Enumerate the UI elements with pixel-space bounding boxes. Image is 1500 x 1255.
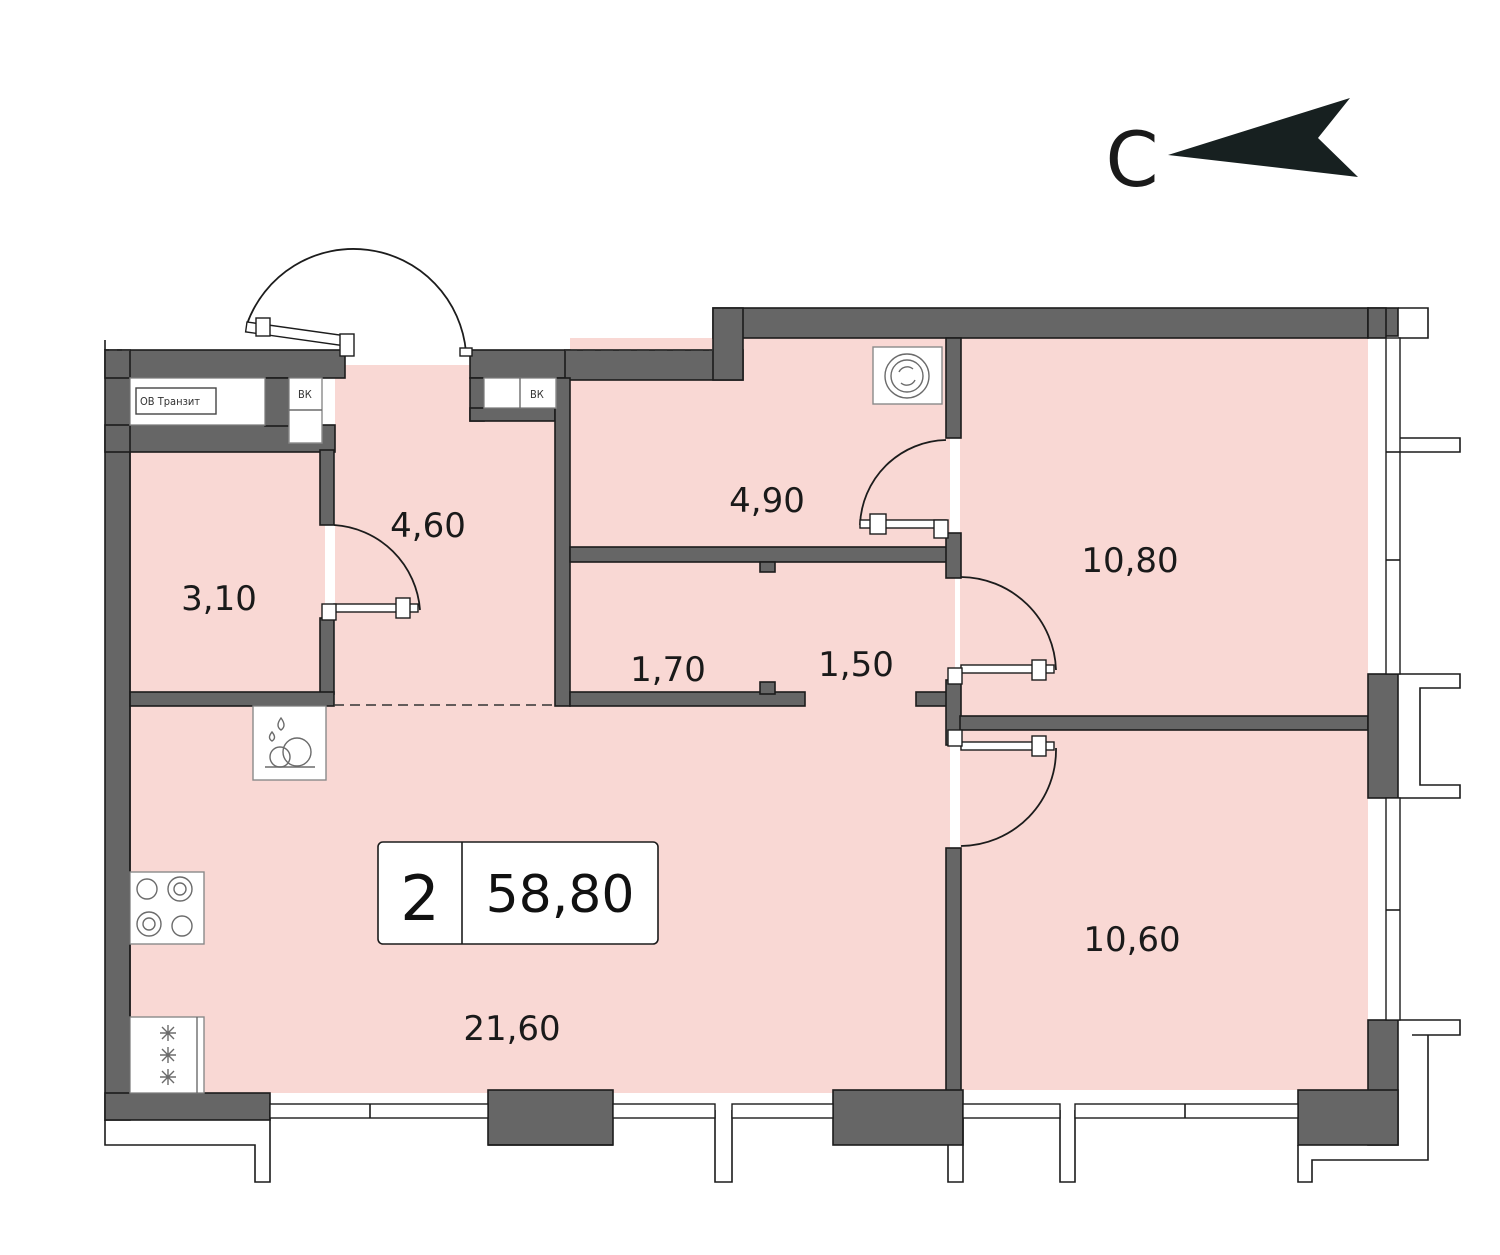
wall-top-left-side <box>264 377 290 427</box>
wall-bed1-left-mid <box>945 532 962 579</box>
edge-right-ledge-mid <box>1398 673 1461 799</box>
edge-right-ledge-bot <box>1398 1019 1461 1036</box>
window-right-1 <box>1385 337 1401 675</box>
wall-storage-right-bot <box>319 617 335 695</box>
doors <box>244 248 1057 847</box>
wall-bed-divider <box>959 715 1369 731</box>
wall-top-right-base <box>712 307 1369 339</box>
shaft-transit-inner <box>135 387 217 415</box>
bedroom-1-door <box>947 576 1057 685</box>
bedroom-2-door <box>947 729 1057 847</box>
wall-hall-right <box>554 377 571 707</box>
room-labels: 3,10 4,60 4,90 1,70 1,50 10,80 10,60 21,… <box>181 481 1181 1049</box>
shaft-vk-1-label: ВК <box>298 388 312 401</box>
edge-mullion-1 <box>714 1110 733 1183</box>
wall-top-mid-left <box>469 349 571 379</box>
shaft-vk-2-label: ВК <box>530 388 544 401</box>
edge-bottom-right <box>1297 1035 1429 1183</box>
wall-right-pylon-top <box>1367 307 1387 339</box>
rooms-count: 2 <box>400 862 439 935</box>
room-area-bathroom: 4,90 <box>729 481 805 521</box>
wall-top-left <box>104 349 346 379</box>
room-area-kitchen-living: 21,60 <box>463 1009 560 1049</box>
floor-corridor-b <box>805 562 955 742</box>
zone-dividers <box>105 349 713 706</box>
room-area-corridor-b: 1,50 <box>818 645 894 685</box>
wall-corridor-bottom <box>569 691 806 707</box>
sink-icon <box>252 705 327 781</box>
apartment-badge: 2 58,80 <box>377 841 659 945</box>
wall-top-right-step <box>712 307 744 381</box>
floor-storage <box>130 452 325 692</box>
edge-mullion-3 <box>1059 1110 1076 1183</box>
room-area-bedroom-1: 10,80 <box>1081 541 1178 581</box>
entrance-door <box>244 248 473 357</box>
wall-bed2-left <box>945 847 962 1094</box>
shaft-transit-label: ОВ Транзит <box>140 395 200 408</box>
floor-bedroom-2 <box>960 730 1368 1090</box>
north-arrow-icon <box>1168 98 1358 177</box>
fridge-icon <box>129 1016 205 1094</box>
wall-bottom-pier-2 <box>832 1089 964 1146</box>
appliances <box>129 346 943 1094</box>
floor-bedroom-1 <box>960 338 1368 716</box>
wall-left <box>104 349 131 1121</box>
windows <box>269 337 1401 1119</box>
storage-door <box>321 524 421 621</box>
washing-machine-icon <box>872 346 943 405</box>
window-right-2 <box>1385 797 1401 1021</box>
walls <box>104 307 1399 1146</box>
shafts: ОВ Транзит ВК ВК <box>129 377 557 444</box>
wall-right-pylon-mid <box>1367 673 1399 799</box>
edge-bottom-left <box>104 1110 271 1183</box>
wall-storage-bottom <box>129 691 335 707</box>
exterior-lines <box>104 307 1461 1183</box>
total-area: 58,80 <box>486 865 635 925</box>
north-letter: С <box>1105 115 1158 204</box>
wall-bottom-left <box>104 1092 271 1121</box>
wall-bottom-pier-1 <box>487 1089 614 1146</box>
north-compass: С <box>1105 98 1358 204</box>
cooktop-icon <box>129 871 205 945</box>
window-bottom-5 <box>1074 1103 1299 1119</box>
edge-right-corner <box>1398 307 1429 339</box>
wall-corridor-bump <box>759 681 776 695</box>
bathroom-door <box>859 439 949 539</box>
window-bottom-1 <box>269 1103 489 1119</box>
room-area-corridor-a: 1,70 <box>630 650 706 690</box>
wall-bottom-right <box>1297 1089 1399 1146</box>
wall-bath-bottom <box>569 546 961 563</box>
edge-mullion-2 <box>947 1110 964 1183</box>
wall-storage-right-top <box>319 449 335 526</box>
window-bottom-4 <box>962 1103 1061 1119</box>
window-bottom-3 <box>731 1103 834 1119</box>
window-bottom-2 <box>612 1103 716 1119</box>
room-area-bedroom-2: 10,60 <box>1083 920 1180 960</box>
room-area-storage: 3,10 <box>181 579 257 619</box>
wall-bath-niche <box>759 561 776 573</box>
room-area-hall: 4,60 <box>390 506 466 546</box>
edge-right-ledge-top <box>1398 437 1461 453</box>
wall-shaft-mid-b <box>469 407 556 422</box>
wall-bed1-left-top <box>945 337 962 439</box>
